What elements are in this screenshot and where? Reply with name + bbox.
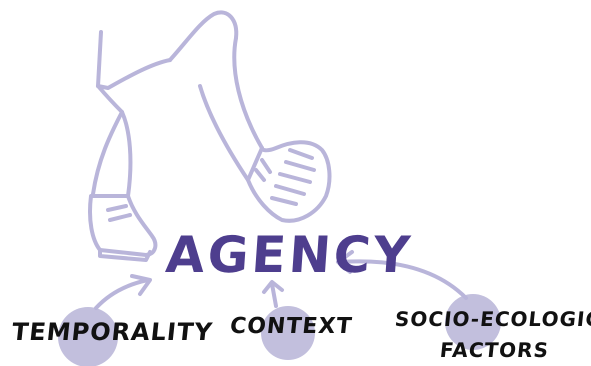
socio-ecological-highlight-circle [445, 294, 501, 350]
temporality-arrow [94, 278, 150, 310]
socio-ecological-label: SOCIO-ECOLOGICAL [393, 307, 591, 331]
context-highlight-circle [261, 306, 315, 360]
socio-ecological-arrow [338, 259, 468, 300]
arrow-icon [94, 250, 468, 310]
context-label: CONTEXT [228, 314, 354, 339]
temporality-highlight-circle [58, 307, 118, 366]
context-arrow [270, 282, 278, 308]
factors-label: FACTORS [438, 338, 551, 362]
temporality-label: TEMPORALITY [10, 318, 215, 346]
walking-legs-icon [88, 10, 332, 262]
agency-title: AGENCY [163, 226, 415, 284]
